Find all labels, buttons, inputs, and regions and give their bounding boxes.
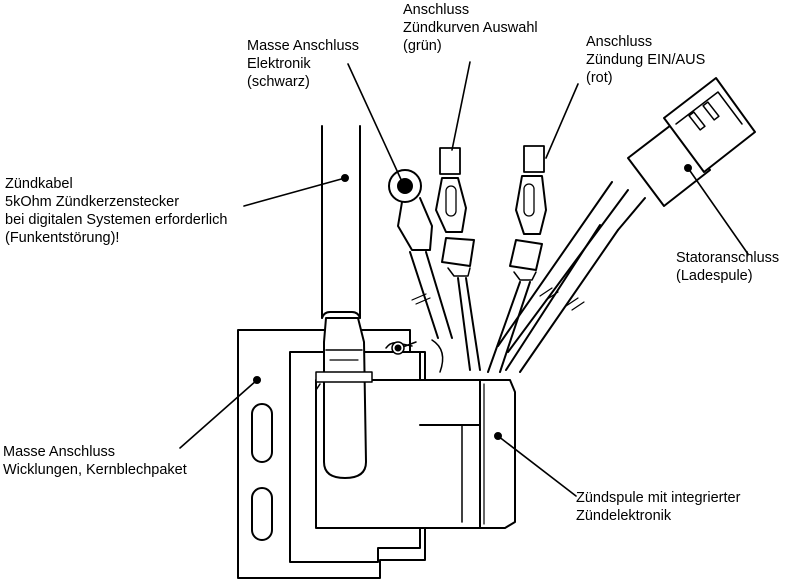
ring-terminal-hole xyxy=(397,178,413,194)
stator-connector xyxy=(627,77,756,207)
green-connector xyxy=(435,147,481,371)
ignition-cable xyxy=(321,125,361,319)
label-stator: Statoranschluss (Ladespule) xyxy=(676,250,783,284)
label-zuendkurven: Anschluss Zündkurven Auswahl (grün) xyxy=(403,2,542,54)
mounting-slot-upper xyxy=(251,403,273,463)
label-masse-elektronik: Masse Anschluss Elektronik (schwarz) xyxy=(247,38,363,90)
stator-cable xyxy=(497,181,646,373)
mounting-slot-lower xyxy=(251,487,273,541)
label-masse-wicklungen: Masse Anschluss Wicklungen, Kernblechpak… xyxy=(3,444,187,478)
leader-lines xyxy=(179,61,749,497)
label-zuendung: Anschluss Zündung EIN/AUS (rot) xyxy=(586,34,709,86)
cable-boot xyxy=(315,317,373,479)
red-connector xyxy=(487,145,547,373)
label-zuendspule: Zündspule mit integrierter Zündelektroni… xyxy=(576,490,744,524)
ground-wire-electronics xyxy=(385,169,453,373)
label-zuendkabel: Zündkabel 5kOhm Zündkerzenstecker bei di… xyxy=(5,176,231,246)
